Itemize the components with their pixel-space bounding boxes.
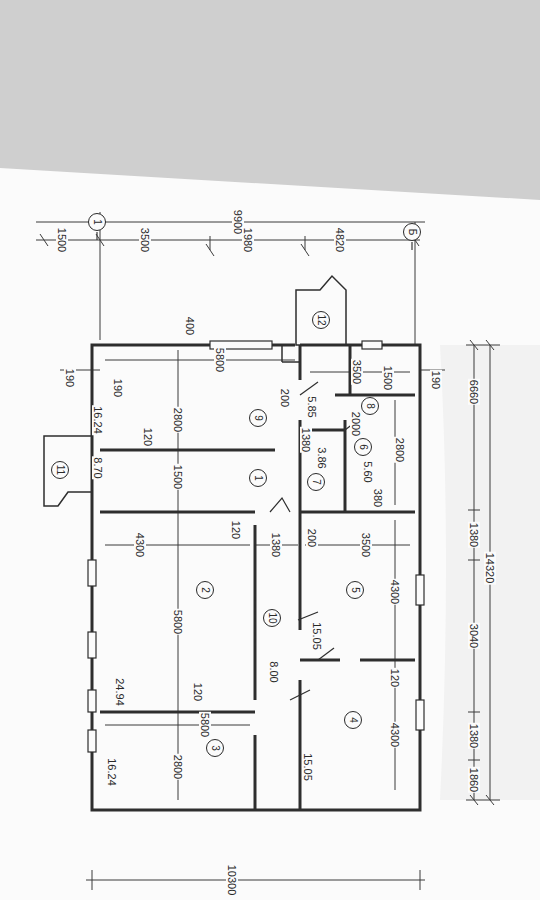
paper-sheet (0, 168, 540, 900)
dimension-text: 380 (372, 488, 384, 508)
callout-number: 9 (249, 409, 267, 427)
dimension-text: 24.94 (114, 677, 126, 707)
dimension-text: 5800 (214, 347, 226, 373)
dimension-text: 3040 (468, 623, 480, 649)
dimension-text: 2800 (394, 437, 406, 463)
dimension-text: 4300 (134, 532, 146, 558)
callout-number: 3 (206, 739, 224, 757)
dimension-text: 120 (142, 427, 154, 447)
balconies (44, 276, 346, 506)
dimension-text: 5800 (199, 712, 211, 738)
callout-number: 8 (361, 397, 379, 415)
dimension-text: 4300 (389, 722, 401, 748)
dimension-text: 1860 (468, 767, 480, 793)
dimension-text: 3.86 (316, 446, 328, 469)
dimension-text: 15.05 (311, 621, 323, 651)
dimension-text: 1500 (172, 464, 184, 490)
dimension-text: 4820 (334, 227, 346, 253)
dimension-text: 200 (279, 388, 291, 408)
dimension-text: 1500 (382, 365, 394, 391)
dimension-text: 190 (64, 368, 76, 388)
dimension-text: 2800 (172, 754, 184, 780)
callout-number: 7 (307, 473, 325, 491)
paper-fold (440, 345, 540, 800)
callout-number: 10 (263, 609, 281, 627)
dimension-text: 2000 (350, 411, 362, 437)
dimension-text: 16.24 (106, 757, 118, 787)
dimension-text: 3500 (351, 359, 363, 385)
dimension-text: 1380 (468, 723, 480, 749)
dimension-text: 4300 (389, 579, 401, 605)
callout-number: 12 (312, 311, 330, 329)
dimension-text: 120 (192, 682, 204, 702)
dimension-lines (36, 212, 500, 890)
dimension-text: 10300 (226, 864, 238, 897)
dimension-text: 3500 (360, 532, 372, 558)
dimension-text: 16.24 (92, 405, 104, 435)
dimension-text: 2800 (172, 407, 184, 433)
dimension-text: 5800 (172, 609, 184, 635)
dimension-text: 190 (112, 378, 124, 398)
dimension-text: 5.85 (306, 395, 318, 418)
dimension-text: 1380 (468, 522, 480, 548)
callout-number: 1 (88, 213, 106, 231)
windows (88, 341, 424, 752)
dimension-text: 3500 (139, 227, 151, 253)
dimension-text: 15.05 (302, 752, 314, 782)
dimension-text: 8.00 (268, 660, 280, 683)
dimension-text: 400 (184, 316, 196, 336)
dimension-text: 6660 (468, 379, 480, 405)
callout-number: 5 (346, 581, 364, 599)
dimension-text: 5.60 (362, 460, 374, 483)
dimension-text: 120 (230, 520, 242, 540)
callout-number: Б (403, 223, 421, 241)
callout-number: 4 (344, 711, 362, 729)
walls (92, 345, 420, 810)
dimension-text: 190 (430, 370, 442, 390)
dimension-text: 1980 (242, 227, 254, 253)
dimension-text: 1380 (300, 427, 312, 453)
callout-number: 6 (354, 438, 372, 456)
callout-number: 2 (196, 581, 214, 599)
dimension-text: 120 (389, 668, 401, 688)
callout-number: 11 (51, 461, 69, 479)
dimension-text: 8.70 (92, 456, 104, 479)
doors-and-stair (255, 382, 358, 700)
dimension-text: 1500 (56, 227, 68, 253)
callout-number: 1 (249, 469, 267, 487)
dimension-text: 14320 (484, 552, 496, 585)
dimension-text: 1380 (270, 532, 282, 558)
dimension-text: 200 (306, 528, 318, 548)
